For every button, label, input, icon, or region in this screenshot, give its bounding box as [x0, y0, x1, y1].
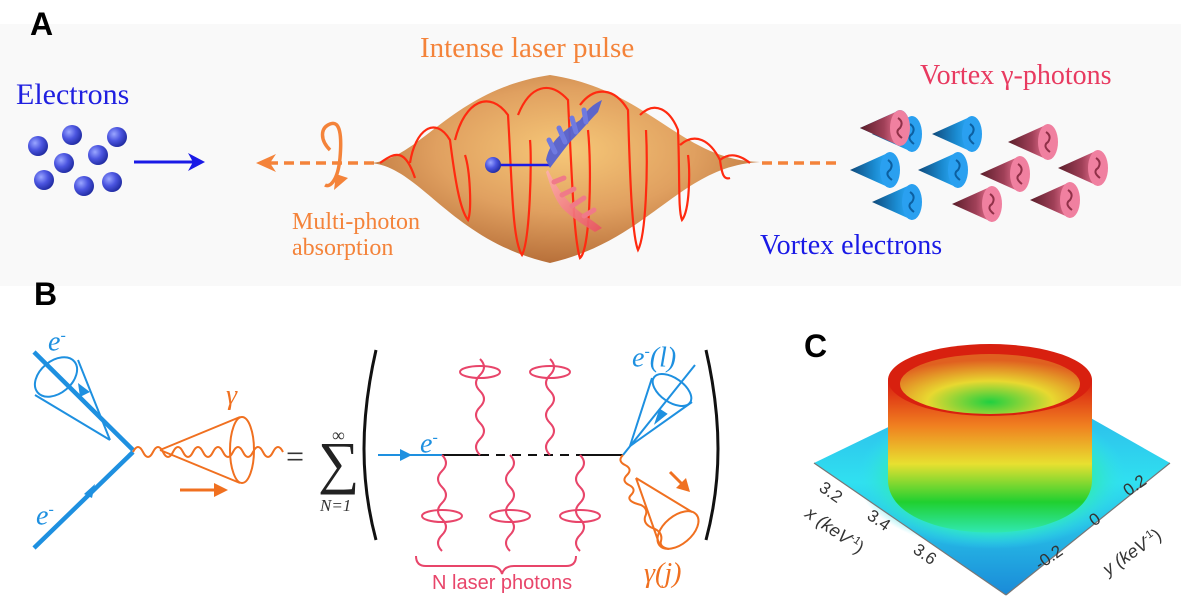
- ring-interior: [900, 354, 1080, 414]
- vortex-photon-cone: [860, 110, 910, 146]
- electron-label-bottom: e-: [36, 502, 54, 530]
- multiphoton-feynman-diagram: [362, 349, 720, 575]
- right-parenthesis: [704, 349, 720, 541]
- oam-distribution-surface-plot: 3.2 3.4 3.6 0.2 0 -0.2 x (keV-1) y (keV-…: [801, 344, 1171, 596]
- vortex-electrons-label: Vortex electrons: [760, 230, 943, 261]
- incoming-electron-line: [378, 449, 442, 461]
- electron-dot: [102, 172, 122, 192]
- sum-lower-limit: N=1: [320, 496, 352, 515]
- backward-photon-arrow-icon: [256, 154, 375, 172]
- x-axis-line: [813, 462, 1007, 596]
- outgoing-electron-cone: [622, 364, 696, 456]
- outgoing-electron-label: e-(l): [632, 344, 676, 372]
- pulse-envelope: [370, 75, 760, 263]
- electron-in-pulse: [485, 157, 550, 173]
- electron-dot: [62, 125, 82, 145]
- laser-photon: [489, 454, 531, 552]
- laser-helix: [379, 87, 751, 260]
- panel-b-label: B: [34, 276, 58, 312]
- electron-arrow-icon: [134, 153, 205, 171]
- incoming-electron-line-bottom: [32, 450, 135, 550]
- orbital-angular-momentum-l: (l): [649, 342, 677, 374]
- photon-direction-arrow-icon: [180, 483, 228, 497]
- laser-photon: [529, 358, 571, 456]
- outgoing-photon: [132, 416, 284, 484]
- laser-photon: [421, 454, 463, 552]
- ring-wall: [888, 380, 1092, 533]
- electron-dot: [34, 170, 54, 190]
- sum-upper-limit: ∞: [332, 425, 345, 445]
- electron-dot: [74, 176, 94, 196]
- rotation-arrow-icon: [320, 121, 348, 190]
- vortex-photon-spiral: [546, 170, 602, 232]
- vortex-cones-group: [849, 110, 1109, 223]
- photon-direction-arrow-icon: [668, 470, 690, 492]
- underbrace: [415, 555, 577, 575]
- outgoing-photon-cone: [619, 454, 700, 550]
- incoming-electron-label: e-: [420, 430, 438, 458]
- y-axis-line: [1005, 462, 1171, 596]
- electrons-label: Electrons: [16, 78, 130, 111]
- gamma-label: γ: [226, 380, 238, 411]
- outgoing-photon-label: γ(j): [644, 558, 682, 589]
- electron-symbol: e: [36, 500, 49, 532]
- laser-photon: [459, 358, 501, 456]
- charge-sign: -: [644, 343, 650, 360]
- electron-dot: [28, 136, 48, 156]
- vortex-photons-label: Vortex γ-photons: [920, 60, 1112, 91]
- electron-cluster: [28, 125, 205, 196]
- sum-symbol: ∑: [318, 430, 360, 495]
- electron-dot: [88, 145, 108, 165]
- equals-sign: =: [286, 438, 305, 474]
- incoming-electron-line-top: [32, 350, 135, 452]
- charge-sign: -: [432, 429, 438, 446]
- panel-c-label: C: [804, 328, 828, 364]
- absorption-label: absorption: [292, 235, 394, 261]
- laser-pulse-label: Intense laser pulse: [420, 32, 635, 64]
- charge-sign: -: [60, 327, 66, 344]
- electron-symbol: e: [632, 342, 645, 374]
- laser-photon: [559, 454, 601, 552]
- multi-photon-label: Multi-photon: [292, 209, 421, 235]
- electron-dot: [107, 127, 127, 147]
- left-parenthesis: [362, 349, 378, 541]
- electron-symbol: e: [48, 326, 61, 358]
- laser-pulse-diagram: [256, 75, 840, 263]
- charge-sign: -: [48, 501, 54, 518]
- feynman-vertex-diagram: [32, 350, 284, 550]
- electron-label-top: e-: [48, 328, 66, 356]
- panel-a-label: A: [30, 6, 54, 42]
- laser-photons-label: N laser photons: [432, 572, 573, 594]
- electron-symbol: e: [420, 428, 433, 460]
- electron-dot: [54, 153, 74, 173]
- vortex-electron-spiral: [546, 100, 602, 168]
